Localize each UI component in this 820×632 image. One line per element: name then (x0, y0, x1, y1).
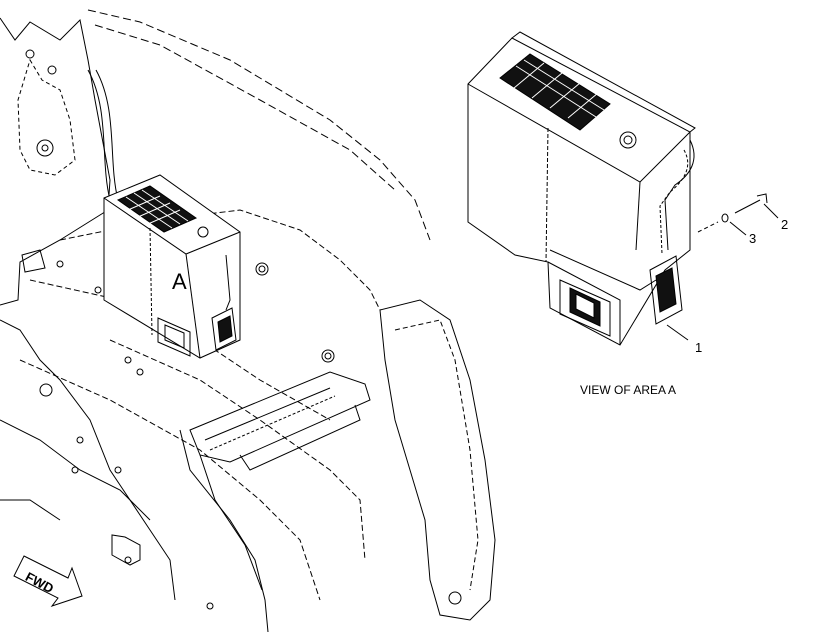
leader-line-3 (729, 221, 747, 236)
area-letter: A (172, 269, 187, 294)
view-caption: VIEW OF AREA A (580, 383, 677, 397)
callout-3: 3 (749, 231, 757, 246)
fwd-arrow-icon (13, 555, 83, 607)
callout-2: 2 (781, 217, 789, 232)
leader-line-2 (763, 203, 779, 219)
ecu-module-detail (467, 31, 779, 346)
ecu-detail-grid (499, 53, 611, 131)
callout-1: 1 (695, 340, 703, 355)
ecu-module-in-frame (103, 174, 241, 359)
ecu-top-grid (116, 185, 198, 233)
washer-icon (721, 213, 729, 223)
leader-line-1 (666, 324, 689, 341)
machine-frame (0, 9, 496, 632)
